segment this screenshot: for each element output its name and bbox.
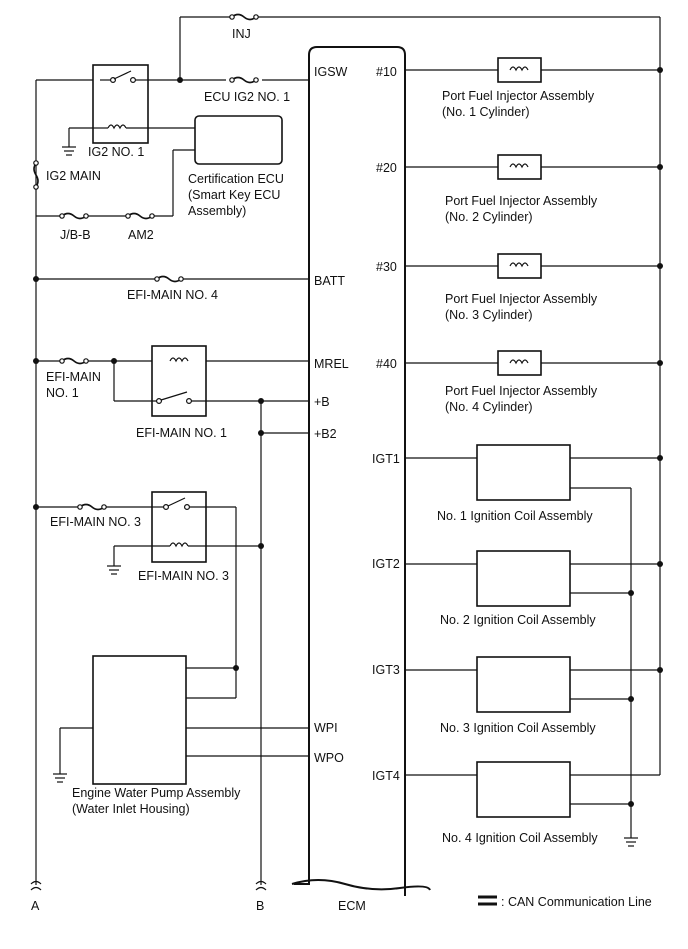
ecu-ig2-fuse <box>231 76 257 84</box>
ignition-coil-2-label: No. 2 Ignition Coil Assembly <box>440 613 596 627</box>
connector-a-label: A <box>31 899 40 913</box>
jbb-fuse <box>61 212 87 220</box>
ignition-coil-4-label: No. 4 Ignition Coil Assembly <box>442 831 598 845</box>
cert-ecu-line3: Assembly) <box>188 204 246 218</box>
efi-main3-coil <box>169 542 189 548</box>
ecm-break-line <box>291 879 431 891</box>
pin-no10: #10 <box>376 65 397 79</box>
pin-batt: BATT <box>314 274 345 288</box>
efi-main3-relay-label: EFI-MAIN NO. 3 <box>138 569 229 583</box>
pin-igt3: IGT3 <box>372 663 400 677</box>
ig2-no1-relay <box>92 64 149 144</box>
injector-4 <box>497 350 542 376</box>
injector-2 <box>497 154 542 180</box>
efi-main4-fuse <box>156 275 182 283</box>
can-legend-icon <box>478 895 497 906</box>
certification-ecu <box>194 115 283 165</box>
pin-wpo: WPO <box>314 751 344 765</box>
ig2-main-label: IG2 MAIN <box>46 169 101 183</box>
efi-main1-fuse-label-line2: NO. 1 <box>46 386 79 400</box>
ignition-coil-3 <box>476 656 571 713</box>
inj-label: INJ <box>232 27 251 41</box>
pin-no30: #30 <box>376 260 397 274</box>
injector-1-line1: Port Fuel Injector Assembly <box>442 89 595 103</box>
pin-b: +B <box>314 395 330 409</box>
pin-igsw: IGSW <box>314 65 348 79</box>
ignition-coil-1-label: No. 1 Ignition Coil Assembly <box>437 509 593 523</box>
inj-fuse <box>231 13 257 21</box>
pin-mrel: MREL <box>314 357 349 371</box>
ig2-no1-relay-label: IG2 NO. 1 <box>88 145 144 159</box>
injector-1 <box>497 57 542 83</box>
water-pump <box>92 655 187 785</box>
efi-main3-fuse-label: EFI-MAIN NO. 3 <box>50 515 141 529</box>
pin-igt4: IGT4 <box>372 769 400 783</box>
ignition-coil-1 <box>476 444 571 501</box>
am2-fuse <box>127 212 153 220</box>
pin-no40: #40 <box>376 357 397 371</box>
connector-b-label: B <box>256 899 264 913</box>
ignition-coil-4 <box>476 761 571 818</box>
pin-igt2: IGT2 <box>372 557 400 571</box>
injector-1-line2: (No. 1 Cylinder) <box>442 105 530 119</box>
efi-main1-fuse-label-line1: EFI-MAIN <box>46 370 101 384</box>
injector-2-line2: (No. 2 Cylinder) <box>445 210 533 224</box>
injector-3-line1: Port Fuel Injector Assembly <box>445 292 598 306</box>
water-pump-line2: (Water Inlet Housing) <box>72 802 190 816</box>
injector-3 <box>497 253 542 279</box>
ecm-box <box>294 46 406 896</box>
ecu-ig2-label: ECU IG2 NO. 1 <box>204 90 290 104</box>
efi-main4-label: EFI-MAIN NO. 4 <box>127 288 218 302</box>
jbb-label: J/B-B <box>60 228 91 242</box>
cert-ecu-line1: Certification ECU <box>188 172 284 186</box>
am2-label: AM2 <box>128 228 154 242</box>
efi-main3-relay <box>151 491 207 563</box>
ig2-relay-coil <box>107 124 127 130</box>
injector-4-line1: Port Fuel Injector Assembly <box>445 384 598 398</box>
efi-main3-fuse <box>79 503 105 511</box>
ig2-main-fuse <box>33 162 39 188</box>
pin-wpi: WPI <box>314 721 338 735</box>
efi-main1-fuse <box>61 357 87 365</box>
ignition-coil-2 <box>476 550 571 607</box>
injector-2-line1: Port Fuel Injector Assembly <box>445 194 598 208</box>
pin-b2: +B2 <box>314 427 337 441</box>
ecm-label: ECM <box>338 899 366 913</box>
cert-ecu-line2: (Smart Key ECU <box>188 188 280 202</box>
water-pump-line1: Engine Water Pump Assembly <box>72 786 241 800</box>
injector-4-line2: (No. 4 Cylinder) <box>445 400 533 414</box>
can-legend-label: : CAN Communication Line <box>501 895 652 909</box>
efi-main1-relay <box>151 345 207 417</box>
bus-a-break <box>30 880 42 891</box>
pin-igt1: IGT1 <box>372 452 400 466</box>
pin-no20: #20 <box>376 161 397 175</box>
efi-main1-relay-label: EFI-MAIN NO. 1 <box>136 426 227 440</box>
injector-3-line2: (No. 3 Cylinder) <box>445 308 533 322</box>
efi-main1-coil <box>169 357 189 363</box>
ignition-coil-3-label: No. 3 Ignition Coil Assembly <box>440 721 596 735</box>
